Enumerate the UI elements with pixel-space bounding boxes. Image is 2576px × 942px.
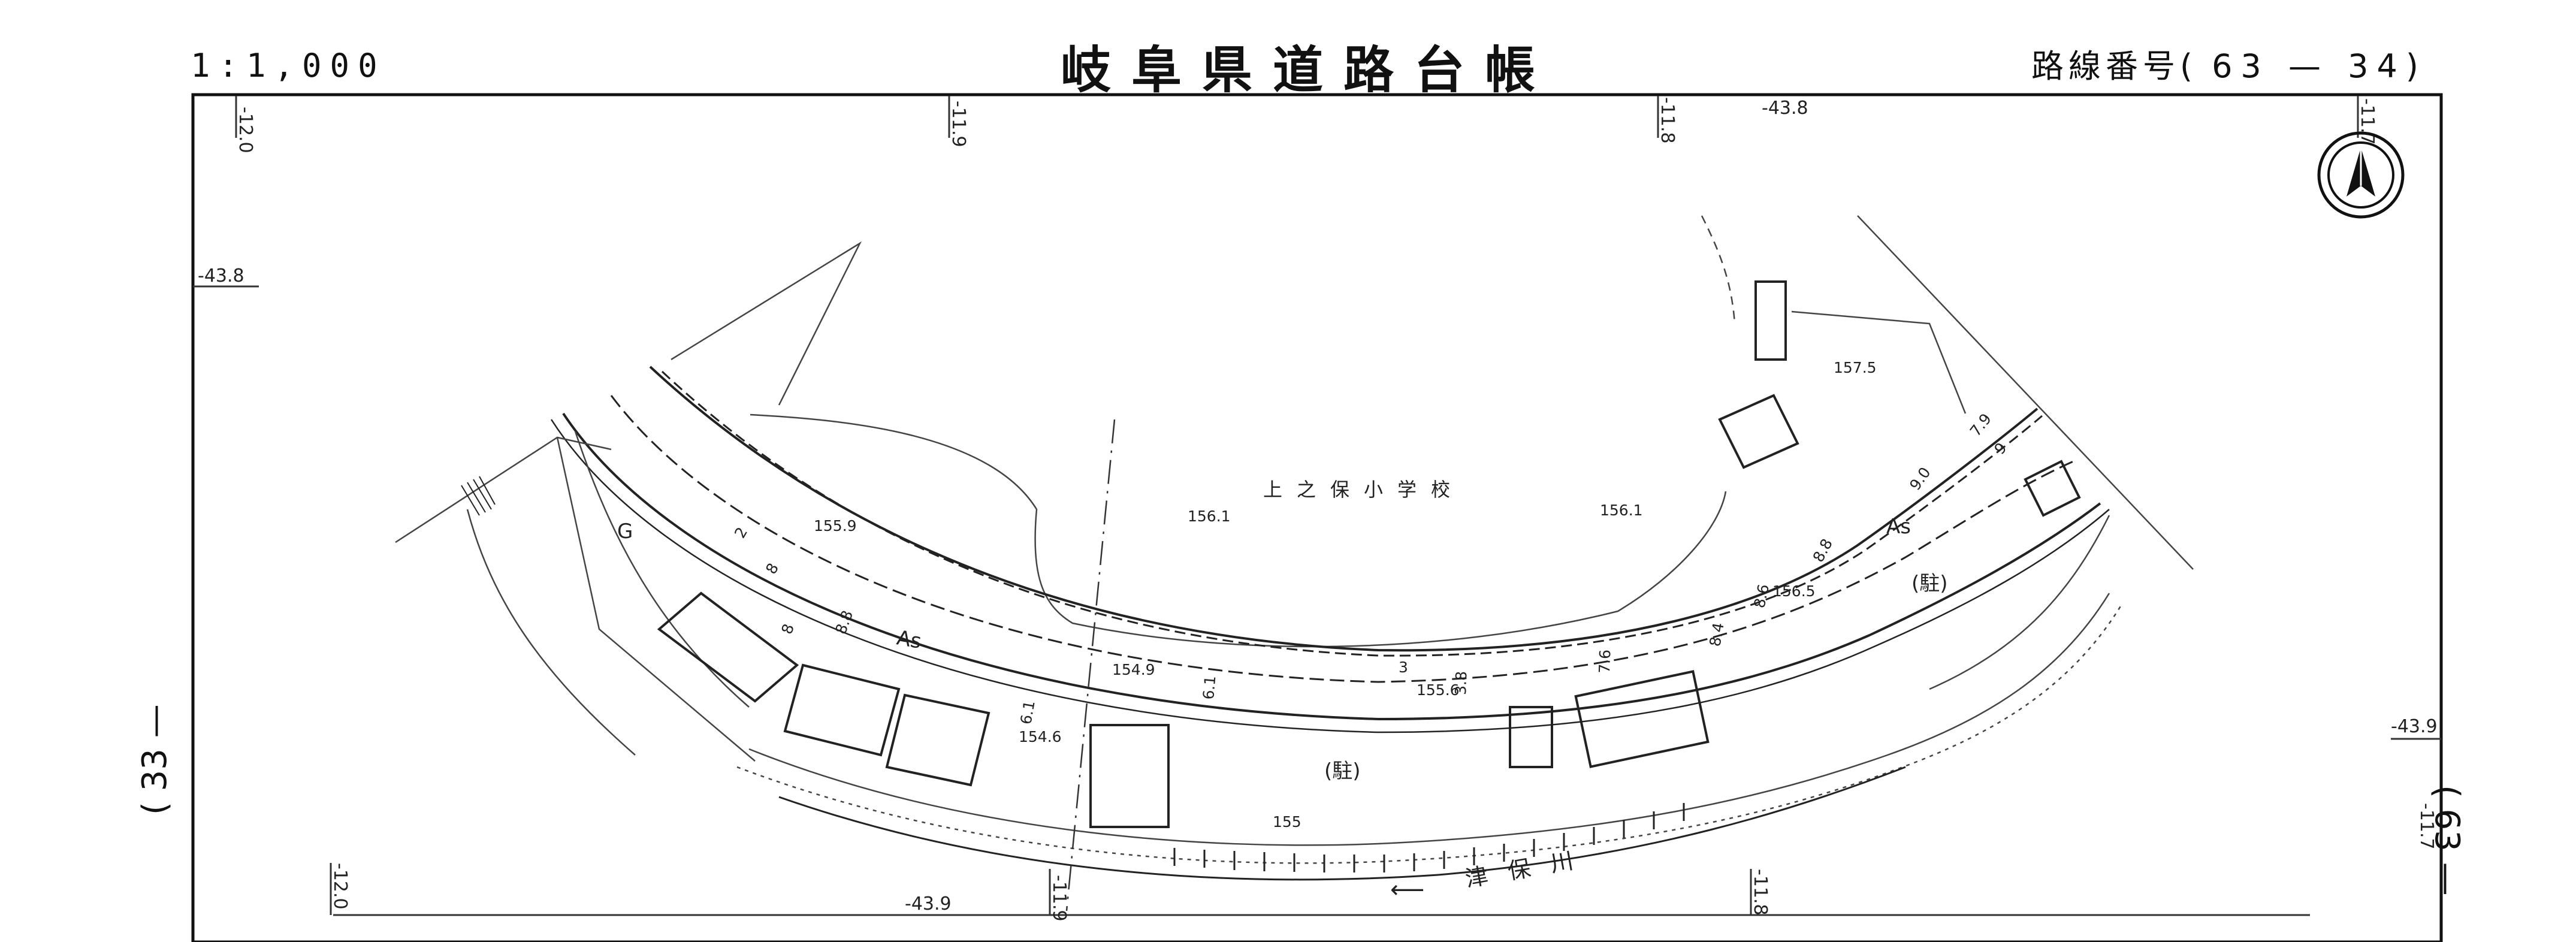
road-width: 2 [731,524,751,541]
grid-ticks [193,96,2441,916]
route-number: 路線番号( 63 — 34) [2031,40,2423,87]
elevation-point: 154.6 [1019,728,1062,745]
road-width: 3 [1399,659,1408,676]
school-grounds [671,215,1967,648]
elevation-point: 155.6 [1417,681,1460,699]
grid-label-right-a: -43.9 [2391,716,2438,737]
grid-label-bottom-b: -43.9 [905,893,952,914]
grid-label-bottom-a: -12.0 [330,863,351,910]
school-label: 上之保小学校 [1263,478,1464,501]
grid-label-top-b: -11.9 [948,101,969,147]
elevation-point: 155.9 [814,517,857,535]
road-width: 8 [762,560,782,577]
buildings [657,280,2081,828]
grid-label-bottom-d: -11.8 [1750,869,1771,916]
parking-label-left: (駐) [1324,759,1361,783]
grid-labels: -12.0 -11.9 -11.8 -43.8 -11.7 -43.8 -43.… [198,97,2438,922]
route-close: ) [2405,47,2423,85]
elevation-points: 155.9 156.1 156.1 157.5 156.5 154.9 155.… [814,359,1877,831]
road-width: 7.6 [1596,649,1614,674]
elevation-point: 155 [1273,813,1301,831]
flow-arrow-icon: ⟵ [1390,876,1424,904]
route-number-value: 63 — 34 [2212,47,2406,85]
ground-label: G [617,520,633,544]
north-arrow-icon [2317,131,2405,219]
road-width: 8.6 [1751,582,1773,609]
elevation-point: 156.5 [1772,582,1816,600]
river-label: 津保川 [1463,844,1595,892]
road-width: 9 [1991,439,2010,458]
road-width: 8.4 [1706,621,1727,648]
elevation-point: 154.9 [1112,661,1155,678]
road-width: 6.1 [1017,699,1038,726]
grid-label-top-a: -12.0 [235,107,256,153]
asphalt-label-left: As [895,626,923,654]
grid-label-top-c: -11.8 [1657,97,1678,144]
route-label: 路線番号( [2031,47,2198,85]
river-banks [778,766,1906,881]
road-width: 8 [778,621,798,636]
map-frame [191,93,2443,942]
road-width: 9.0 [1906,464,1934,493]
parcel-lines [395,215,2194,864]
road-corridor [550,366,2110,733]
grid-label-left-a: -43.8 [198,265,244,286]
elevation-point: 156.1 [1188,508,1231,525]
grid-label-top-d: -43.8 [1762,98,1808,119]
map-scale: 1:1,000 [191,47,386,84]
grid-label-top-e: -11.7 [2357,98,2378,145]
elevation-point: 156.1 [1600,502,1643,519]
road-width: 6.1 [1200,675,1219,700]
road-width: 3.8 [1452,671,1470,695]
survey-line [1065,419,1116,911]
road-width: 7.9 [1967,410,1995,440]
grid-label-right-b: -11.7 [2416,803,2437,850]
grid-label-bottom-c: -11.9 [1049,875,1070,922]
parking-label-right: (駐) [1911,572,1948,596]
page-title: 岐阜県道路台帳 [1061,40,1556,99]
retaining-wall [461,476,496,516]
elevation-point: 157.5 [1834,359,1877,376]
asphalt-label-right: As [1886,515,1911,539]
